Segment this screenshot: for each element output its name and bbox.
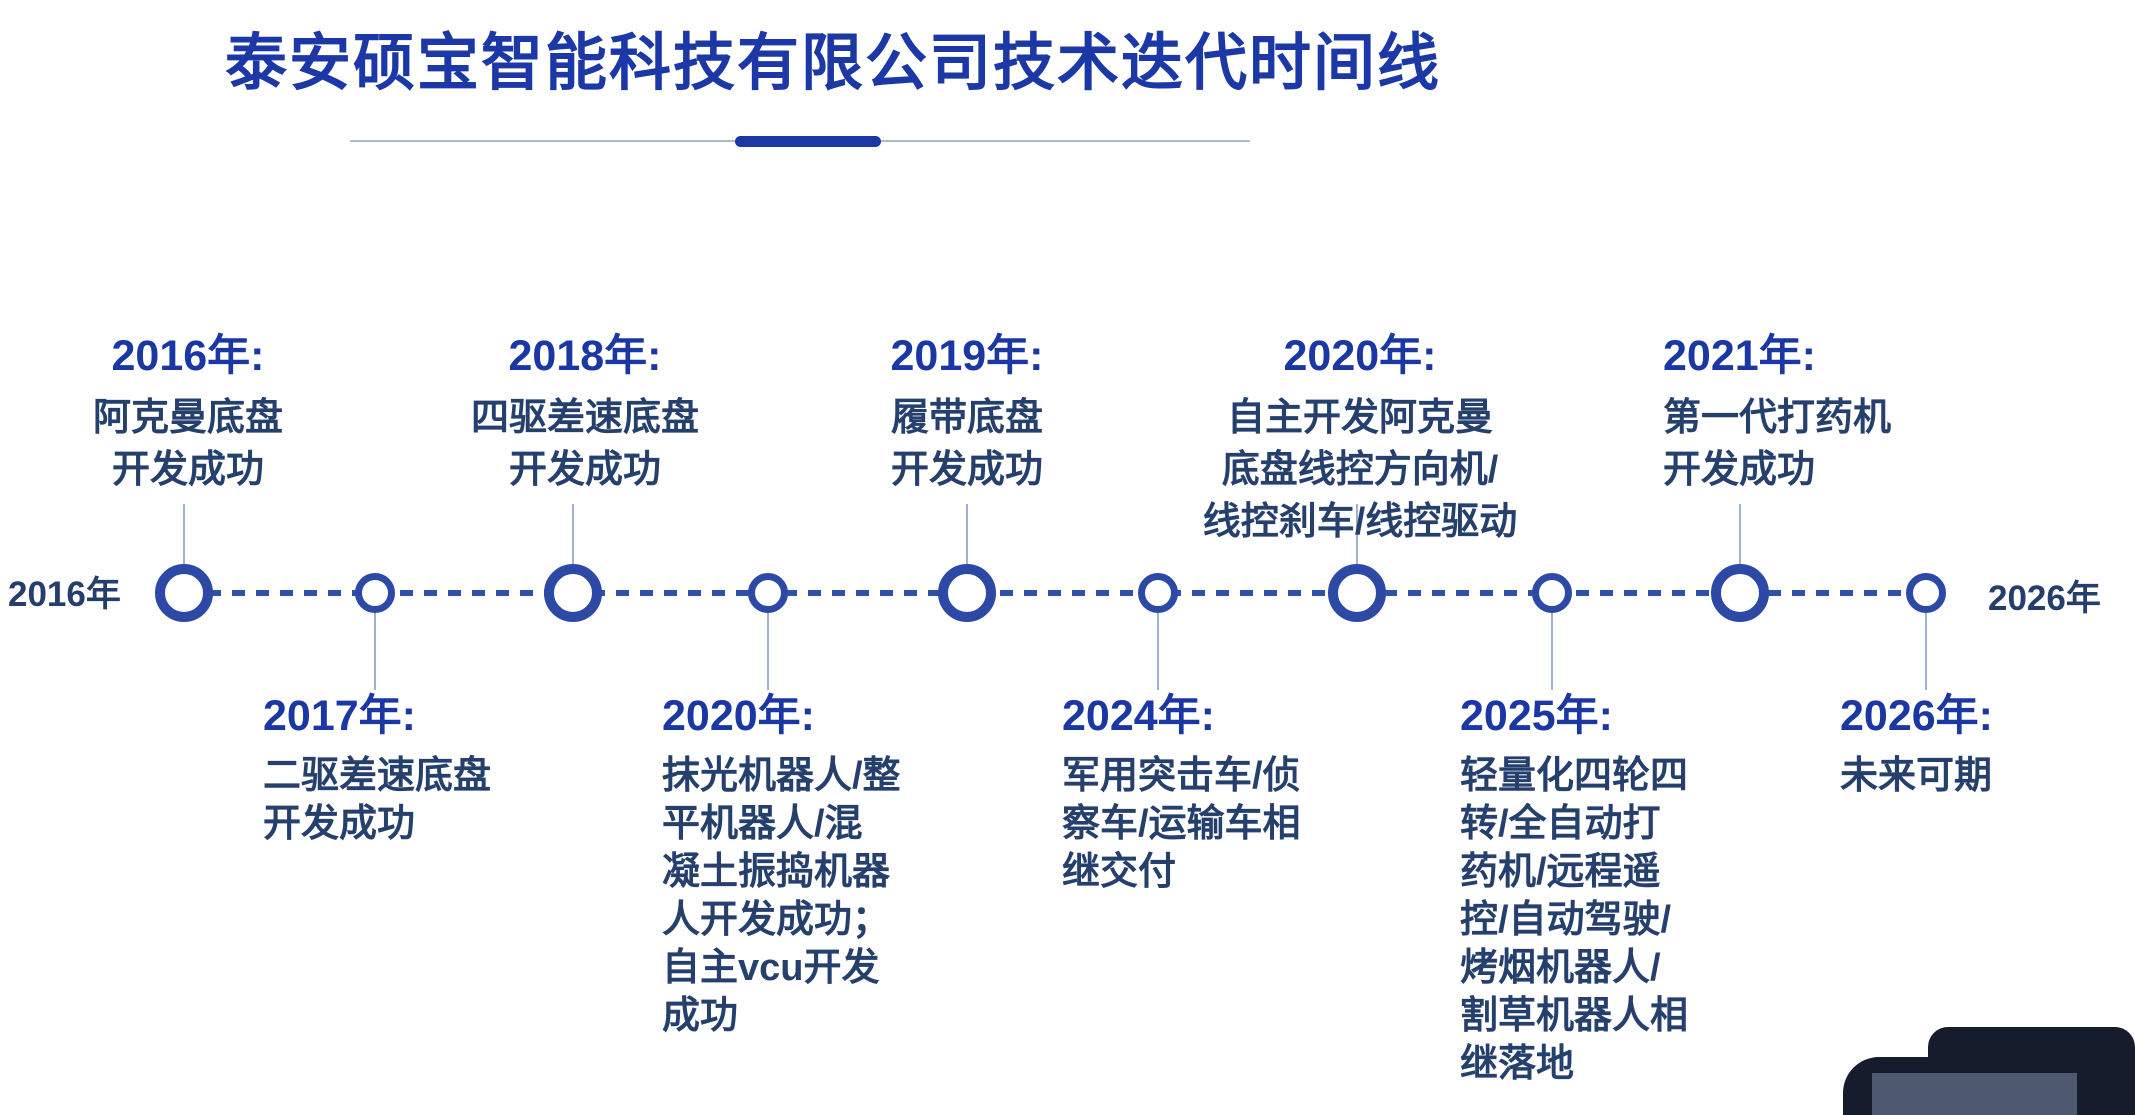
entry-text-line: 抹光机器人/整: [662, 755, 901, 797]
entry-text-line: 成功: [662, 995, 739, 1037]
timeline-node-2018: [544, 564, 602, 622]
entry-text-line: 凝土振捣机器: [662, 851, 891, 893]
connector-2020-above: [1356, 504, 1358, 565]
entry-text-line: 底盘线控方向机/: [1221, 449, 1499, 491]
entry-text-line: 平机器人/混: [662, 803, 863, 845]
entry-text-line: 人开发成功；: [662, 899, 891, 941]
timeline-entry-2021: 2021年: 第一代打药机 开发成功: [1663, 330, 1943, 496]
timeline-node-2020-below: [748, 573, 788, 613]
connector-2019: [966, 504, 968, 565]
connector-2020-below: [767, 612, 769, 690]
entry-text-line: 继交付: [1062, 851, 1177, 893]
entry-year-heading: 2020年:: [662, 692, 815, 740]
connector-2026: [1925, 612, 1927, 690]
timeline-entry-2026: 2026年: 未来可期: [1840, 690, 2100, 800]
entry-year-heading: 2018年:: [508, 332, 662, 380]
entry-text-line: 开发成功: [890, 449, 1043, 491]
timeline-entry-2018: 2018年: 四驱差速底盘 开发成功: [435, 330, 735, 496]
timeline-node-2019: [938, 564, 996, 622]
entry-text-line: 线控刹车/线控驱动: [1202, 501, 1518, 543]
axis-start-label: 2016年: [8, 575, 121, 614]
entry-year-heading: 2026年:: [1840, 692, 1993, 740]
entry-text-line: 轻量化四轮四: [1460, 755, 1689, 797]
entry-text-line: 二驱差速底盘: [263, 755, 492, 797]
timeline-node-2016: [155, 564, 213, 622]
entry-text-line: 第一代打药机: [1663, 397, 1892, 439]
timeline-node-2021: [1711, 564, 1769, 622]
timeline-entry-2016: 2016年: 阿克曼底盘 开发成功: [38, 330, 338, 496]
connector-2016: [183, 504, 185, 565]
axis-end-label: 2026年: [1988, 579, 2101, 618]
entry-text-line: 履带底盘: [890, 397, 1043, 439]
timeline-dashed-axis: [184, 590, 1926, 596]
entry-text-line: 未来可期: [1840, 755, 1993, 797]
entry-text-line: 药机/远程遥: [1460, 851, 1661, 893]
timeline-entry-2020-above: 2020年: 自主开发阿克曼 底盘线控方向机/ 线控刹车/线控驱动: [1170, 330, 1550, 548]
timeline-entry-2025: 2025年: 轻量化四轮四 转/全自动打 药机/远程遥 控/自动驾驶/ 烤烟机器…: [1460, 690, 1760, 1088]
entry-year-heading: 2017年:: [263, 692, 416, 740]
title-underline-accent: [735, 136, 881, 147]
entry-text-line: 军用突击车/侦: [1062, 755, 1301, 797]
timeline-entry-2024: 2024年: 军用突击车/侦 察车/运输车相 继交付: [1062, 690, 1362, 896]
entry-text-line: 四驱差速底盘: [470, 397, 699, 439]
entry-text-line: 继落地: [1460, 1043, 1575, 1085]
timeline-node-2026: [1906, 573, 1946, 613]
entry-year-heading: 2019年:: [890, 332, 1044, 380]
connector-2021: [1739, 504, 1741, 565]
timeline-entry-2020-below: 2020年: 抹光机器人/整 平机器人/混 凝土振捣机器 人开发成功； 自主vc…: [662, 690, 962, 1040]
entry-text-line: 转/全自动打: [1460, 803, 1661, 845]
entry-year-heading: 2020年:: [1283, 332, 1437, 380]
entry-year-heading: 2025年:: [1460, 692, 1613, 740]
page-title: 泰安硕宝智能科技有限公司技术迭代时间线: [225, 29, 1442, 98]
entry-year-heading: 2016年:: [111, 332, 265, 380]
entry-text-line: 自主vcu开发: [662, 947, 880, 989]
entry-text-line: 开发成功: [1663, 449, 1816, 491]
entry-text-line: 阿克曼底盘: [92, 397, 283, 439]
entry-year-heading: 2021年:: [1663, 332, 1816, 380]
connector-2024: [1157, 612, 1159, 690]
timeline-node-2017: [355, 573, 395, 613]
timeline-node-2020-above: [1328, 564, 1386, 622]
timeline-node-2024: [1138, 573, 1178, 613]
timeline-entry-2019: 2019年: 履带底盘 开发成功: [817, 330, 1117, 496]
entry-year-heading: 2024年:: [1062, 692, 1215, 740]
connector-2018: [572, 504, 574, 565]
timeline-node-2025: [1532, 573, 1572, 613]
entry-text-line: 烤烟机器人/: [1460, 947, 1661, 989]
entry-text-line: 控/自动驾驶/: [1460, 899, 1672, 941]
connector-2017: [374, 612, 376, 690]
entry-text-line: 开发成功: [263, 803, 416, 845]
entry-text-line: 开发成功: [111, 449, 264, 491]
decorative-inner-panel: [1872, 1073, 2077, 1115]
connector-2025: [1551, 612, 1553, 690]
entry-text-line: 自主开发阿克曼: [1226, 397, 1493, 439]
entry-text-line: 开发成功: [508, 449, 661, 491]
timeline-entry-2017: 2017年: 二驱差速底盘 开发成功: [263, 690, 563, 848]
entry-text-line: 察车/运输车相: [1062, 803, 1301, 845]
entry-text-line: 割草机器人相: [1460, 995, 1689, 1037]
